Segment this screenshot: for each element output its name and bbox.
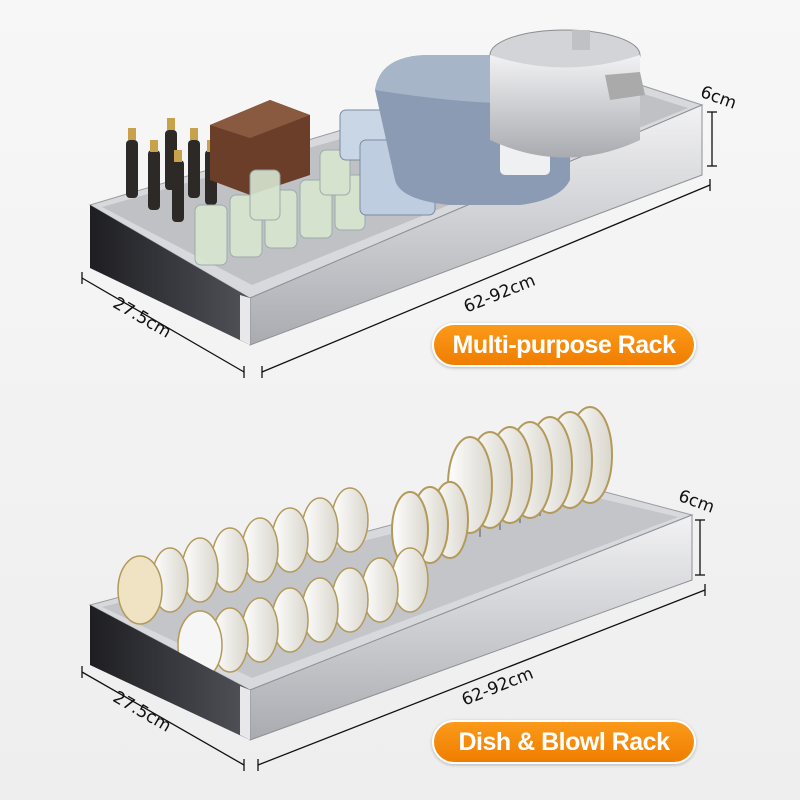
jars: [194, 149, 366, 266]
multipurpose-rack: [88, 29, 704, 346]
dish-bowl-rack: [88, 406, 694, 741]
dimension-lines: [81, 111, 717, 771]
multipurpose-rack-badge: Multi-purpose Rack: [432, 323, 696, 367]
dish-bowl-rack-badge: Dish & Blowl Rack: [432, 720, 696, 764]
plates: [391, 406, 613, 569]
bottles: [126, 130, 217, 222]
